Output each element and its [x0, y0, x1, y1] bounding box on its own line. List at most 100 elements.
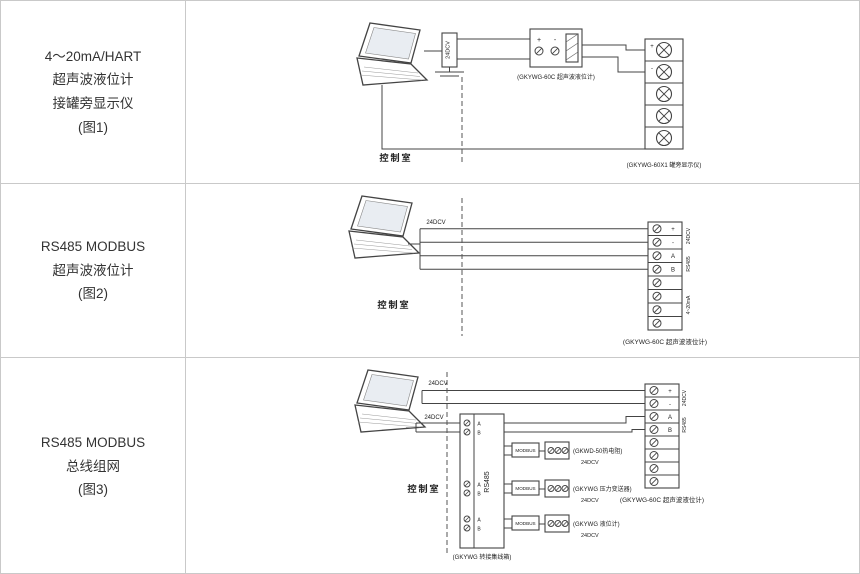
control-room-label: 控制室: [379, 152, 412, 163]
transmitter-terminal-block: + -: [529, 28, 583, 68]
screw-terminal-icon: [652, 264, 662, 274]
row-2-label-line-2: 超声波液位计: [52, 262, 134, 278]
screw-terminal-icon: [649, 438, 659, 447]
transmitter-label: (GKYWG-60C 超声波液位计): [517, 73, 595, 81]
row-3-label-line-3: (图3): [78, 482, 108, 498]
power-supply-24dcv: 24DCV: [435, 32, 464, 77]
transmitter-label: (GKYWG-60C 超声波液位计): [623, 337, 707, 346]
row-3-label-line-1: RS485 MODBUS: [40, 435, 146, 451]
wires: [406, 390, 645, 433]
row-2-diagram: 24DCV: [186, 184, 859, 357]
screw-terminal-icon: [655, 63, 673, 81]
power-supply-label: 24DCV: [446, 41, 452, 59]
side-label-24dcv: 24DCV: [686, 227, 692, 244]
diagram-3-svg: 24DCV 24DCV RS485 A B A B A: [354, 369, 704, 561]
screw-terminal-icon: [655, 41, 673, 59]
row-2-label-line-3: (图2): [78, 286, 108, 302]
transmitter-terminal-block: + - A B 24DCV RS485 4~20mA: [647, 221, 692, 331]
screw-terminal-icon: [561, 447, 569, 454]
modbus-label: MODBUS: [515, 486, 535, 491]
screw-terminal-icon: [554, 520, 562, 527]
side-label-24dcv: 24DCV: [682, 389, 688, 406]
terminal-b-label: B: [477, 527, 481, 533]
junction-box-label: (GKYWG 转接集线箱): [453, 553, 512, 561]
screw-terminal-icon: [561, 485, 569, 492]
modbus-label: MODBUS: [515, 448, 535, 453]
diagram-row-3: RS485 MODBUS 总线组网 (图3) 24DCV: [1, 358, 859, 573]
side-label-420ma: 4~20mA: [686, 295, 692, 314]
terminal-b-label: B: [477, 431, 481, 437]
screw-terminal-icon: [554, 485, 562, 492]
power-supply-label-top: 24DCV: [428, 381, 447, 387]
device-1-power: 24DCV: [581, 460, 599, 466]
screw-terminal-icon: [652, 278, 662, 288]
power-supply-label-bus: 24DCV: [424, 415, 443, 421]
device-3-label: (GKYWG 液位计): [573, 520, 620, 528]
screw-terminal-icon: [649, 399, 659, 408]
screw-terminal-icon: [554, 447, 562, 454]
transmitter-label: (GKYWG-60C 超声波液位计): [620, 495, 704, 504]
device-3-power: 24DCV: [581, 533, 599, 539]
row-3-diagram: 24DCV 24DCV RS485 A B A B A: [186, 358, 859, 573]
diagram-row-1: 4～20mA/HART 超声波液位计 接罐旁显示仪 (图1) 24DCV: [1, 1, 859, 184]
screw-terminal-icon: [547, 520, 555, 527]
junction-box: RS485 A B A B A B: [459, 413, 505, 549]
device-2-label: (GKYWG 压力变送器): [573, 485, 632, 493]
display-plus-label: +: [650, 44, 654, 50]
control-room-label: 控制室: [377, 299, 410, 310]
laptop-icon: [348, 195, 420, 259]
screw-terminal-icon: [652, 305, 662, 315]
screw-terminal-icon: [652, 251, 662, 261]
display-label: (GKYWG-60X1 罐旁显示仪): [627, 161, 702, 169]
screw-terminal-icon: [547, 485, 555, 492]
terminal-a-label: A: [477, 422, 481, 428]
modbus-label: MODBUS: [515, 521, 535, 526]
screw-terminal-icon: [649, 425, 659, 434]
terminal-a-label: A: [477, 483, 481, 489]
screw-terminal-icon: [463, 515, 471, 523]
diagram-row-2: RS485 MODBUS 超声波液位计 (图2) 24DCV: [1, 184, 859, 358]
screw-terminal-icon: [652, 291, 662, 301]
screw-terminal-icon: [649, 464, 659, 473]
terminal-a: A: [668, 415, 672, 421]
wires: [408, 228, 648, 270]
diagram-1-svg: 24DCV + - (GKYWG-60C 超声波液位计): [356, 22, 702, 169]
screw-terminal-icon: [649, 477, 659, 486]
row-3-label-line-2: 总线组网: [66, 458, 120, 474]
device-1-label: (GKWD-50热电阻): [573, 447, 622, 455]
screw-terminal-icon: [652, 318, 662, 328]
row-1-label: 4～20mA/HART 超声波液位计 接罐旁显示仪 (图1): [1, 1, 186, 183]
screw-terminal-icon: [547, 447, 555, 454]
screw-terminal-icon: [463, 419, 471, 427]
row-1-label-line-1: 4～20mA/HART: [44, 48, 142, 64]
terminal-minus: -: [669, 402, 671, 408]
terminal-a: A: [671, 254, 675, 260]
screw-terminal-icon: [463, 489, 471, 497]
row-1-label-line-3: 接罐旁显示仪: [52, 96, 134, 111]
modbus-branch-1: MODBUS (GKWD-50热电阻) 24DCV: [504, 441, 622, 466]
wires: [381, 38, 645, 150]
screw-terminal-icon: [655, 107, 673, 125]
laptop-icon: [356, 22, 428, 86]
screw-terminal-icon: [463, 480, 471, 488]
terminal-minus: -: [672, 241, 674, 247]
row-3-label: RS485 MODBUS 总线组网 (图3): [1, 358, 186, 573]
row-1-diagram: 24DCV + - (GKYWG-60C 超声波液位计): [186, 1, 859, 183]
terminal-b: B: [668, 428, 672, 434]
row-2-label: RS485 MODBUS 超声波液位计 (图2): [1, 184, 186, 357]
terminal-a-label: A: [477, 518, 481, 524]
power-supply-label: 24DCV: [426, 220, 445, 226]
terminal-plus: +: [668, 389, 672, 395]
side-label-rs485: RS485: [682, 417, 688, 433]
screw-terminal-icon: [649, 412, 659, 421]
screw-terminal-icon: [463, 524, 471, 532]
screw-terminal-icon: [534, 46, 544, 56]
tank-side-display: + -: [644, 38, 684, 150]
screw-terminal-icon: [561, 520, 569, 527]
laptop-icon: [354, 369, 426, 433]
diagram-2-svg: 24DCV: [348, 195, 707, 346]
screw-terminal-icon: [652, 237, 662, 247]
terminal-plus: +: [671, 227, 675, 233]
modbus-branch-3: MODBUS (GKYWG 液位计) 24DCV: [504, 514, 620, 539]
